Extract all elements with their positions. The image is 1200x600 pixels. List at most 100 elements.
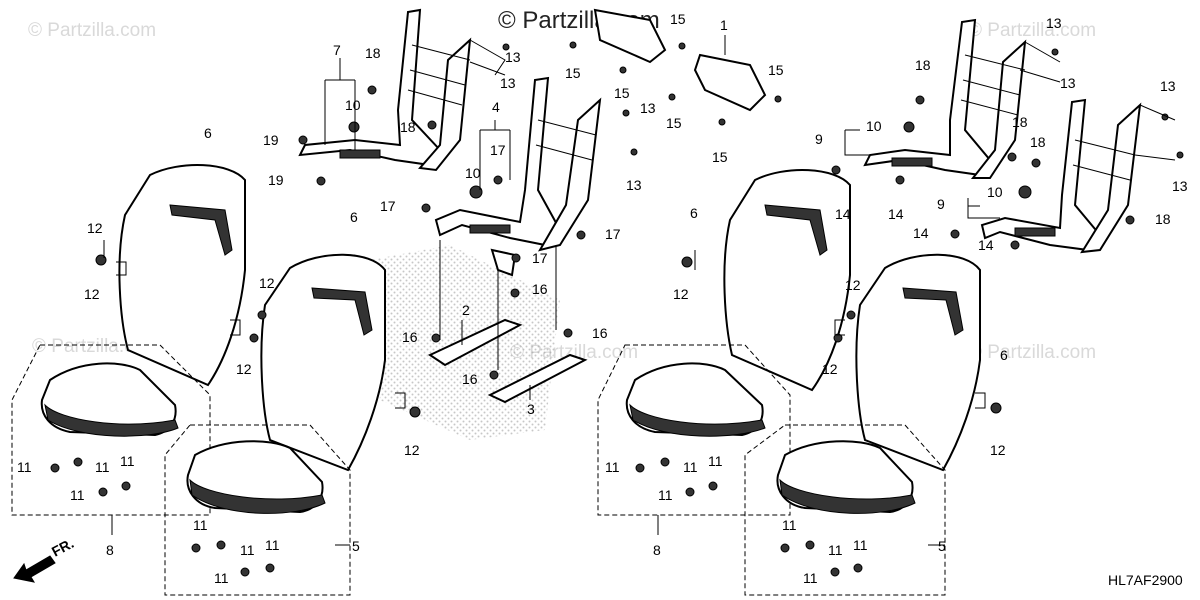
callout-14: 14 (913, 225, 929, 241)
callout-13: 13 (626, 177, 642, 193)
callout-12: 12 (990, 442, 1006, 458)
seat-back-6-left-inner (260, 253, 386, 472)
callout-10: 10 (866, 118, 882, 134)
callout-19: 19 (268, 172, 284, 188)
front-arrow-icon (13, 555, 56, 583)
callout-17: 17 (380, 198, 396, 214)
callout-11: 11 (605, 459, 620, 475)
callout-10: 10 (465, 165, 481, 181)
callout-5: 5 (352, 538, 360, 554)
callout-6: 6 (1000, 347, 1008, 363)
callout-12: 12 (87, 220, 103, 236)
callout-7: 7 (333, 42, 341, 58)
callout-18: 18 (1030, 134, 1046, 150)
callout-1: 1 (720, 17, 728, 33)
callout-11: 11 (120, 453, 135, 469)
seat-back-6-left-outer (118, 163, 246, 387)
callout-15: 15 (614, 85, 630, 101)
callout-11: 11 (708, 453, 723, 469)
callout-15: 15 (712, 149, 728, 165)
callout-16: 16 (532, 281, 548, 297)
callout-2: 2 (462, 302, 470, 318)
callout-18: 18 (365, 45, 381, 61)
callout-16: 16 (462, 371, 478, 387)
callout-labels: 7 18 10 18 19 19 6 12 12 12 12 12 6 4 10… (17, 11, 1188, 586)
callout-16: 16 (402, 329, 418, 345)
callout-12: 12 (845, 277, 861, 293)
fasteners-right (635, 48, 1184, 577)
callout-11: 11 (782, 517, 797, 533)
callout-3: 3 (527, 401, 535, 417)
callout-13: 13 (1160, 78, 1176, 94)
callout-13: 13 (1046, 15, 1062, 31)
callout-16: 16 (592, 325, 608, 341)
callout-11: 11 (658, 487, 673, 503)
callout-11: 11 (803, 570, 818, 586)
callout-6: 6 (350, 209, 358, 225)
front-label: FR. (49, 535, 76, 560)
callout-19: 19 (263, 132, 279, 148)
callout-15: 15 (565, 65, 581, 81)
callout-6: 6 (690, 205, 698, 221)
callout-6: 6 (204, 125, 212, 141)
callout-14: 14 (835, 206, 851, 222)
callout-11: 11 (853, 537, 868, 553)
seat-cushion-5-left (164, 424, 351, 596)
callout-11: 11 (265, 537, 280, 553)
callout-11: 11 (193, 517, 208, 533)
callout-8: 8 (106, 542, 114, 558)
callout-18: 18 (1155, 211, 1171, 227)
callout-11: 11 (828, 542, 843, 558)
callout-15: 15 (670, 11, 686, 27)
callout-13: 13 (505, 49, 521, 65)
seat-frame-4 (434, 76, 602, 277)
watermark-mid-right: © Partzilla.com (968, 342, 1096, 363)
seat-back-6-right-outer (723, 168, 851, 392)
callout-15: 15 (666, 115, 682, 131)
callout-17: 17 (532, 250, 548, 266)
callout-17: 17 (490, 142, 506, 158)
diagram-code: HL7AF2900 (1108, 572, 1183, 588)
seat-back-cover-1 (593, 8, 767, 112)
callout-11: 11 (240, 542, 255, 558)
callout-4: 4 (492, 99, 500, 115)
seat-cushion-8-left (11, 344, 211, 516)
leader-lines-left (103, 35, 726, 546)
fasteners-left (50, 41, 782, 577)
seat-cushion-8-right (597, 344, 791, 516)
callout-14: 14 (888, 206, 904, 222)
callout-12: 12 (236, 361, 252, 377)
callout-17: 17 (605, 226, 621, 242)
callout-10: 10 (345, 97, 361, 113)
callout-5: 5 (938, 538, 946, 554)
callout-12: 12 (84, 286, 100, 302)
callout-11: 11 (683, 459, 698, 475)
seat-cushion-5-right (744, 424, 946, 596)
watermark-top-right: © Partzilla.com (968, 20, 1096, 41)
callout-11: 11 (214, 570, 229, 586)
seat-frame-7 (298, 8, 472, 172)
callout-14: 14 (978, 237, 994, 253)
callout-12: 12 (259, 275, 275, 291)
callout-12: 12 (673, 286, 689, 302)
callout-8: 8 (653, 542, 661, 558)
leader-lines-right (657, 41, 1176, 546)
callout-11: 11 (17, 459, 32, 475)
front-direction-indicator: FR. (13, 535, 76, 583)
callout-9: 9 (815, 131, 823, 147)
seat-back-6-right-inner (855, 253, 981, 472)
seat-frame-9-upper (863, 18, 1027, 179)
callout-15: 15 (768, 62, 784, 78)
callout-18: 18 (1012, 114, 1028, 130)
callout-9: 9 (937, 196, 945, 212)
callout-13: 13 (1172, 178, 1188, 194)
callout-11: 11 (70, 487, 85, 503)
callout-18: 18 (400, 119, 416, 135)
callout-12: 12 (404, 442, 420, 458)
watermark-top-left: © Partzilla.com (28, 20, 156, 41)
callout-18: 18 (915, 57, 931, 73)
seat-frame-9-lower (980, 98, 1142, 254)
callout-12: 12 (822, 361, 838, 377)
callout-13: 13 (640, 100, 656, 116)
callout-13: 13 (1060, 75, 1076, 91)
